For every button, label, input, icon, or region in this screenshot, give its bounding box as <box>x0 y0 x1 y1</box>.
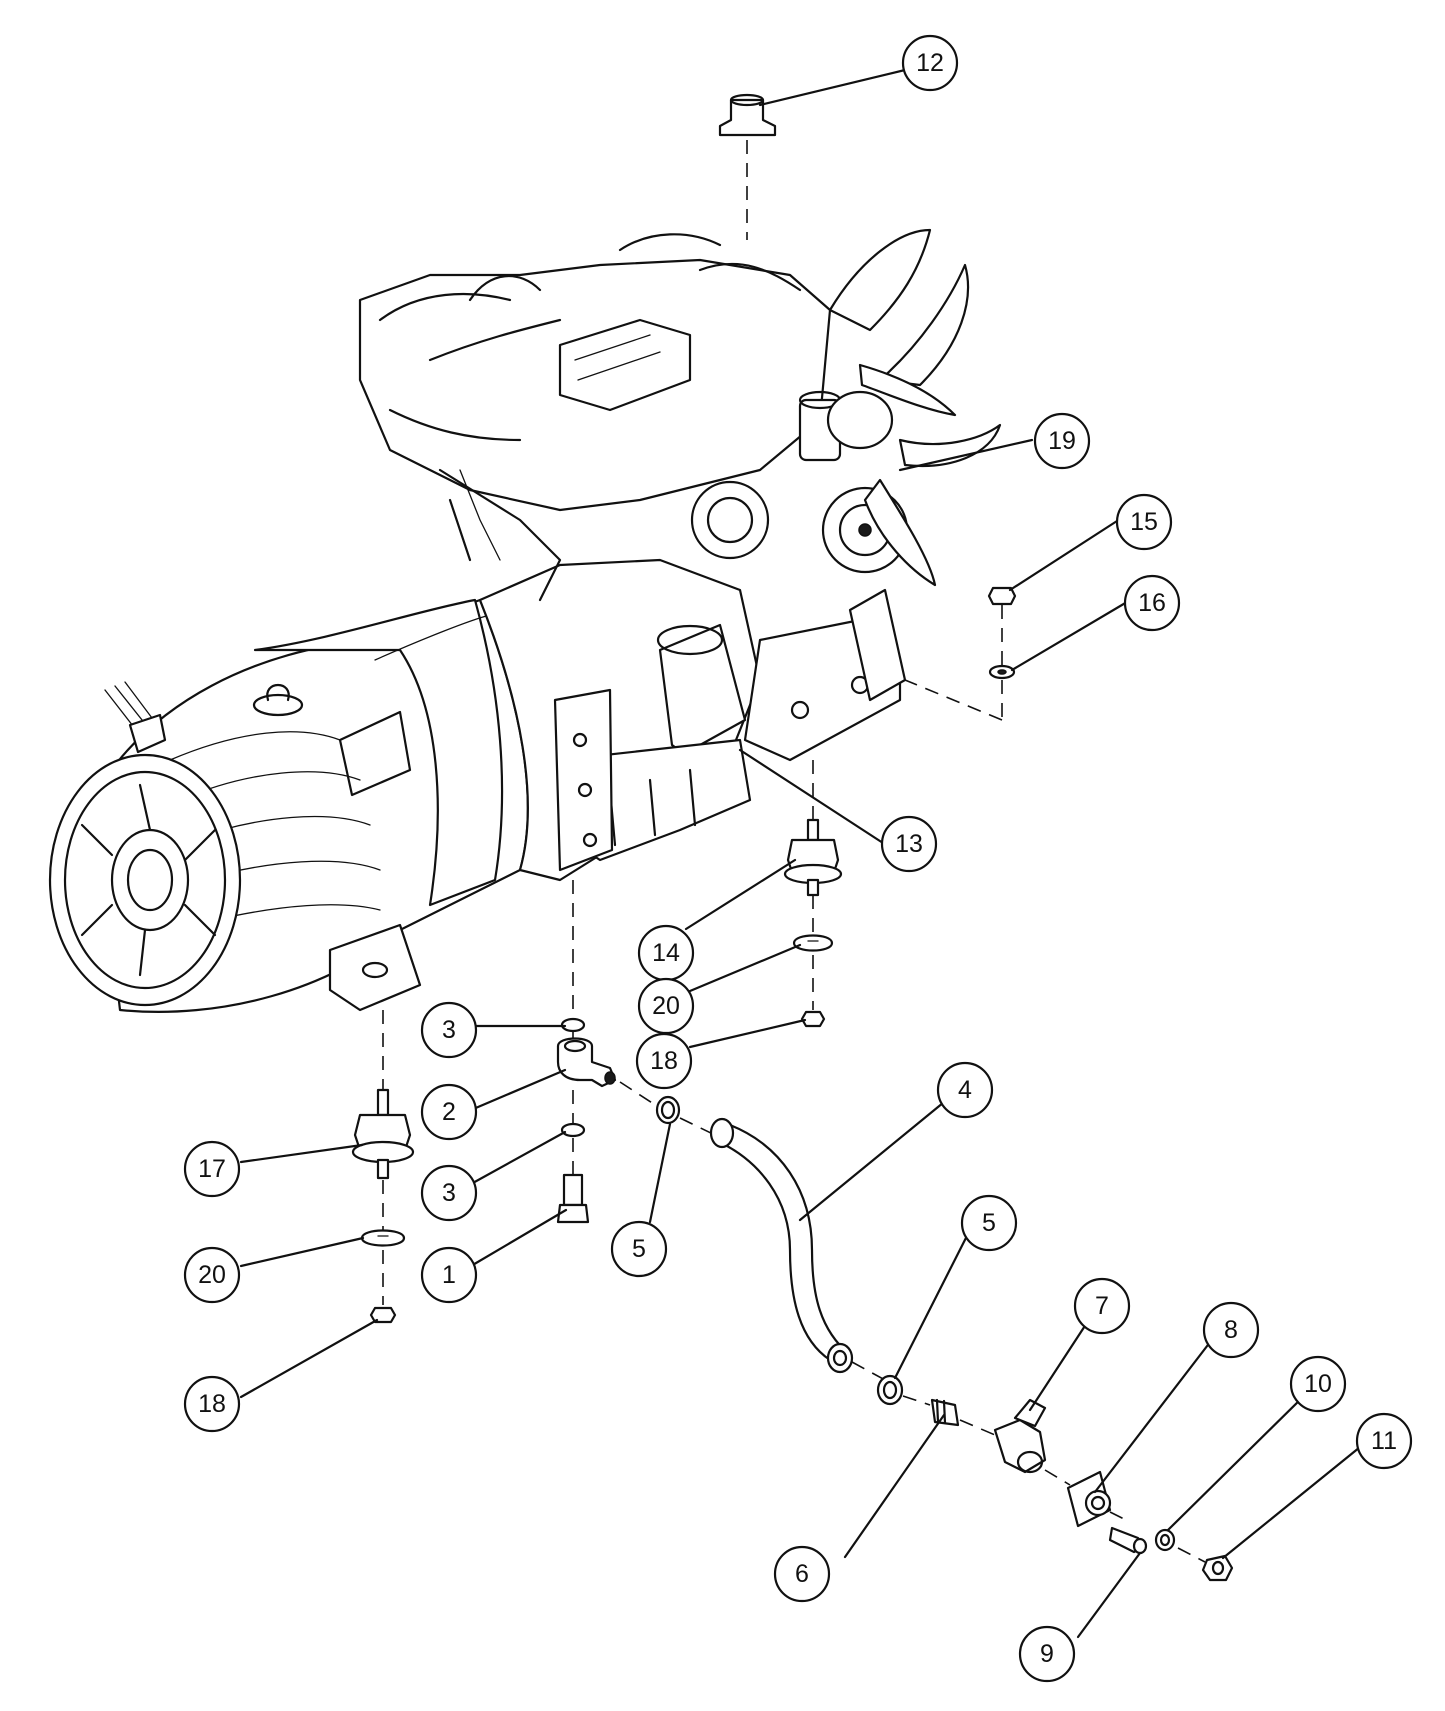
callout-5-left: 5 <box>610 1220 668 1278</box>
callout-20-right: 20 <box>637 977 695 1035</box>
drain-hose-assembly <box>655 1095 1234 1582</box>
callout-label-17: 17 <box>198 1155 226 1183</box>
callout-17: 17 <box>183 1140 241 1198</box>
callout-label-19: 19 <box>1048 427 1076 455</box>
callout-label-5-left: 5 <box>632 1235 646 1263</box>
callout-label-10: 10 <box>1304 1370 1332 1398</box>
callout-label-14: 14 <box>652 939 680 967</box>
callout-label-18-right: 18 <box>650 1047 678 1075</box>
callout-1: 1 <box>420 1246 478 1304</box>
callout-19: 19 <box>1033 412 1091 470</box>
callout-18-right: 18 <box>635 1032 693 1090</box>
callout-label-13: 13 <box>895 830 923 858</box>
callout-label-5-right: 5 <box>982 1209 996 1237</box>
callout-14: 14 <box>637 924 695 982</box>
callout-label-20-right: 20 <box>652 992 680 1020</box>
callout-label-3-upper: 3 <box>442 1016 456 1044</box>
callout-label-16: 16 <box>1138 589 1166 617</box>
callout-6: 6 <box>773 1545 831 1603</box>
part-15-16-fasteners <box>904 586 1017 721</box>
callout-10: 10 <box>1289 1355 1347 1413</box>
callout-18-left: 18 <box>183 1375 241 1433</box>
callout-label-18-left: 18 <box>198 1390 226 1418</box>
part-14-mount-stack <box>783 760 843 1028</box>
callout-label-3-lower: 3 <box>442 1179 456 1207</box>
callout-15: 15 <box>1115 493 1173 551</box>
callout-12: 12 <box>901 34 959 92</box>
callout-label-2: 2 <box>442 1098 456 1126</box>
callout-13: 13 <box>880 815 938 873</box>
callout-label-7: 7 <box>1095 1292 1109 1320</box>
callout-label-11: 11 <box>1371 1427 1397 1455</box>
part-12-cap <box>718 93 777 240</box>
callout-8: 8 <box>1202 1301 1260 1359</box>
callout-label-6: 6 <box>795 1560 809 1588</box>
callout-7: 7 <box>1073 1277 1131 1335</box>
callout-16: 16 <box>1123 574 1181 632</box>
callout-label-9: 9 <box>1040 1640 1054 1668</box>
part-17-mount-stack <box>351 1010 415 1324</box>
callout-20-left: 20 <box>183 1246 241 1304</box>
callout-label-4: 4 <box>958 1076 972 1104</box>
generator-housing <box>48 598 529 1013</box>
callout-3-lower: 3 <box>420 1164 478 1222</box>
callout-3-upper: 3 <box>420 1001 478 1059</box>
callout-2: 2 <box>420 1083 478 1141</box>
leader-lines <box>239 68 1367 1639</box>
callout-label-8: 8 <box>1224 1316 1238 1344</box>
engine-assembly <box>358 233 909 882</box>
callout-label-1: 1 <box>442 1261 456 1289</box>
callout-label-12: 12 <box>916 49 944 77</box>
callout-9: 9 <box>1018 1625 1076 1683</box>
callout-label-15: 15 <box>1130 508 1158 536</box>
cooling-fan <box>826 228 1002 587</box>
callout-4: 4 <box>936 1061 994 1119</box>
callout-5-right: 5 <box>960 1194 1018 1252</box>
callout-label-20-left: 20 <box>198 1261 226 1289</box>
callout-11: 11 <box>1355 1412 1413 1470</box>
